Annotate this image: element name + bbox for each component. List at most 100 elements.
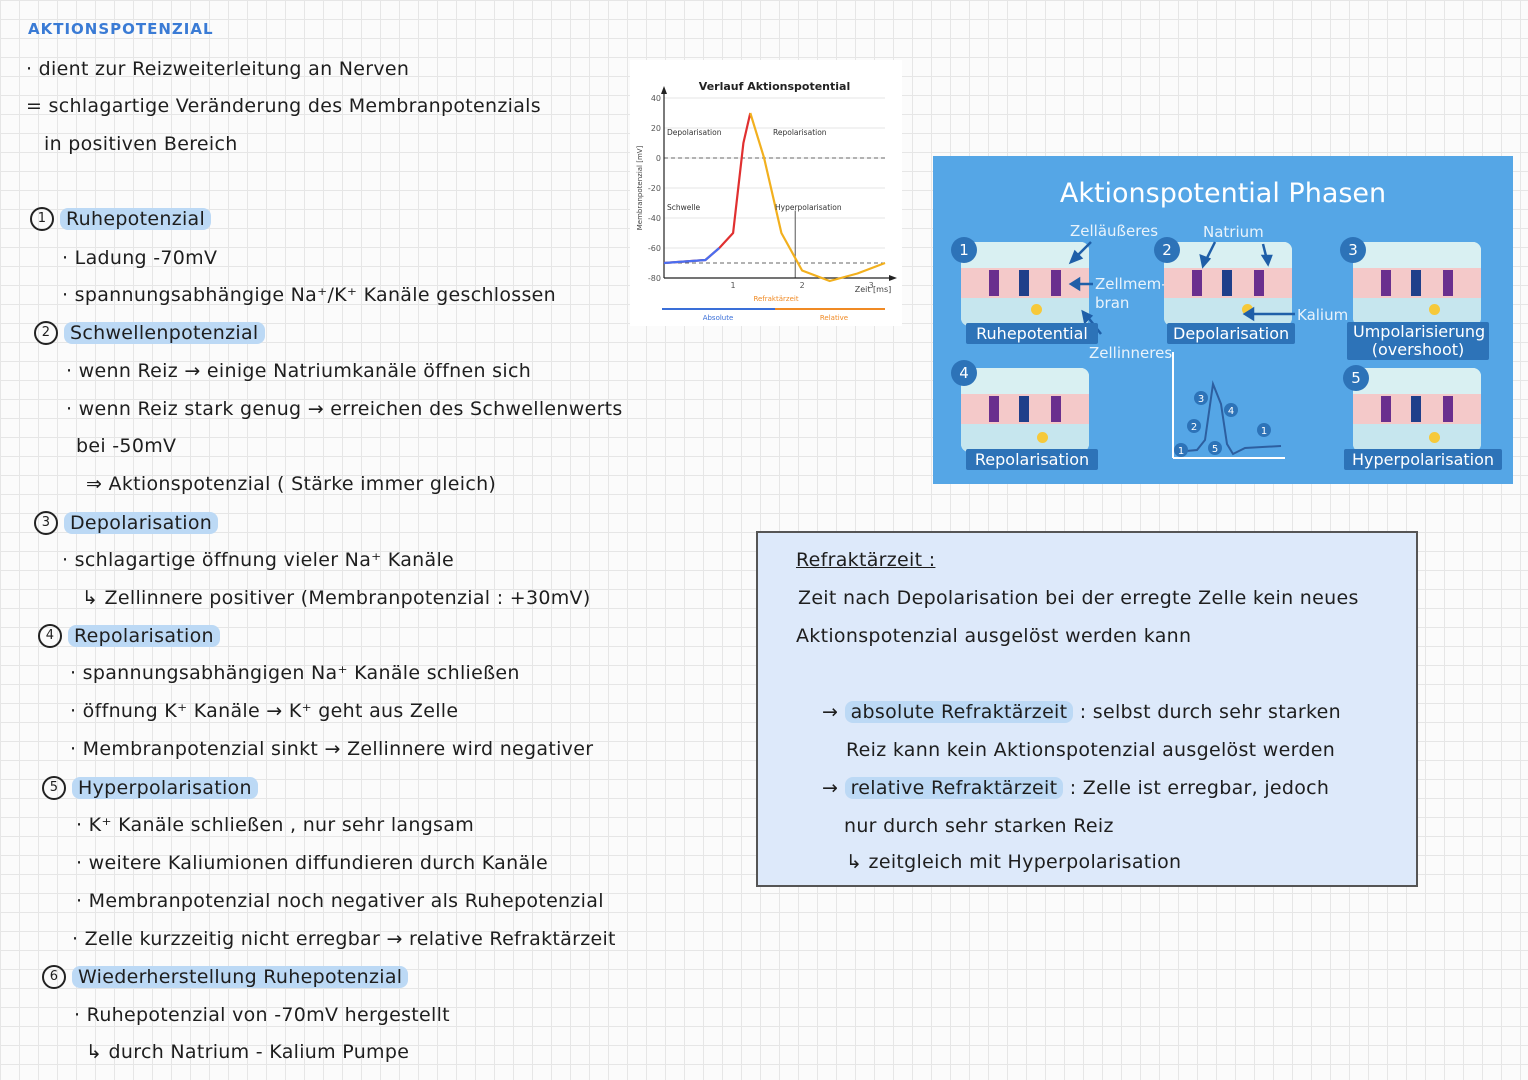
section-heading: 6 Wiederherstellung Ruhepotenzial [42,965,409,989]
section-number: 6 [42,965,66,989]
note-line: ⇒ Aktionspotenzial ( Stärke immer gleich… [86,473,497,495]
note-line: · Ruhepotenzial von -70mV hergestellt [74,1004,450,1026]
y-axis-label: Membranpotenzial [mV] [636,145,644,230]
note-line: · K⁺ Kanäle schließen , nur sehr langsam [76,814,475,836]
note-line: · Ladung -70mV [62,247,218,269]
phase-label: Hyperpolarisation [1344,449,1502,470]
phases-title: Aktionspotential Phasen [1059,178,1387,209]
section-number: 5 [42,776,66,800]
note-line: · spannungsabhängigen Na⁺ Kanäle schließ… [70,662,520,684]
annotation-absolute: Absolute [703,314,734,322]
section-number: 4 [38,624,62,648]
note-line: ↳ durch Natrium - Kalium Pumpe [86,1041,410,1063]
phase-number: 3 [1340,237,1366,263]
x-axis-label: Zeit [ms] [855,285,892,294]
section-title: Hyperpolarisation [72,776,258,799]
membrane-illustration [961,242,1089,326]
note-line: · wenn Reiz stark genug → erreichen des … [66,398,623,420]
y-tick-label: -20 [648,184,661,193]
phase-number: 4 [951,360,977,386]
refractory-line: Zeit nach Depolarisation bei der erregte… [798,587,1359,609]
x-axis-arrow [889,275,897,281]
phase-label-line: (overshoot) [1371,340,1465,359]
note-line: ↳ Zellinnere positiver (Membranpotenzial… [82,587,591,609]
annotation-refractory: Refraktärzeit [753,295,798,303]
intro-line: · dient zur Reizweiterleitung an Nerven [26,58,410,80]
annotation-relative: Relative [820,314,848,322]
note-line: · weitere Kaliumionen diffundieren durch… [76,852,548,874]
intro-line: in positiven Bereich [44,133,238,155]
mini-marker: 1 [1261,426,1267,437]
refractory-line: nur durch sehr starken Reiz [844,815,1114,837]
intro-line: = schlagartige Veränderung des Membranpo… [26,95,541,117]
note-line: · schlagartige öffnung vieler Na⁺ Kanäle [62,549,455,571]
mini-marker: 4 [1228,406,1234,417]
label-outside: Zelläußeres [1070,222,1159,240]
phase-label: Ruhepotential [966,323,1098,344]
x-tick-label: 1 [731,281,736,290]
section-number: 3 [34,511,58,535]
relative-refractory-term: relative Refraktärzeit [844,777,1064,799]
note-line: · wenn Reiz → einige Natriumkanäle öffne… [66,360,532,382]
phase-label: Umpolarisierung (overshoot) [1347,322,1489,360]
annotation-depolarisation: Depolarisation [667,128,722,137]
note-line: · Membranpotenzial noch negativer als Ru… [76,890,604,912]
y-tick-label: 0 [656,154,661,163]
refractory-line: ↳ zeitgleich mit Hyperpolarisation [846,851,1182,873]
series-line [749,112,886,283]
label-sodium: Natrium [1203,223,1264,241]
membrane-illustration [1353,242,1481,326]
section-heading: 2 Schwellenpotenzial [34,321,265,345]
relative-refractory-text: : Zelle ist erregbar, jedoch [1069,777,1330,799]
chart-title: Verlauf Aktionspotential [699,80,850,93]
annotation-threshold: Schwelle [667,203,701,212]
series-line-start [663,247,720,265]
section-title: Repolarisation [68,624,220,647]
note-line: bei -50mV [76,435,177,457]
refractory-line: Aktionspotenzial ausgelöst werden kann [796,625,1192,647]
mini-marker: 1 [1178,446,1184,457]
y-tick-label: 40 [651,94,661,103]
mini-marker: 3 [1198,394,1204,405]
mini-phase-chart: 1 2 3 4 5 1 [1172,352,1285,459]
section-title: Wiederherstellung Ruhepotenzial [72,965,409,988]
annotation-repolarisation: Repolarisation [773,128,827,137]
phase-label: Repolarisation [966,449,1098,470]
label-potassium: Kalium [1297,306,1349,324]
phase-number: 5 [1343,365,1369,391]
x-tick-label: 3 [869,281,874,290]
refractory-box: Refraktärzeit : Zeit nach Depolarisation… [756,531,1418,887]
page-title: AKTIONSPOTENZIAL [28,20,214,38]
phases-panel: Aktionspotential Phasen Zelläußeres Natr… [933,156,1513,484]
y-tick-label: -80 [648,274,661,283]
phase-number: 1 [951,237,977,263]
note-line: · öffnung K⁺ Kanäle → K⁺ geht aus Zelle [70,700,459,722]
section-heading: 4 Repolarisation [38,624,220,648]
y-axis-arrow [661,86,667,94]
mini-marker: 5 [1212,444,1218,455]
refractory-heading: Refraktärzeit : [796,549,936,571]
annotation-hyperpolarisation: Hyperpolarisation [775,203,842,212]
label-membrane: bran [1095,294,1130,312]
mini-marker: 2 [1191,422,1197,433]
section-title: Depolarisation [64,511,219,534]
absolute-refractory-term: absolute Refraktärzeit [844,701,1074,723]
absolute-refractory-line: → absolute Refraktärzeit : selbst durch … [822,701,1341,723]
phase-label: Depolarisation [1167,323,1295,344]
label-inside: Zellinneres [1089,344,1173,362]
note-line: · Membranpotenzial sinkt → Zellinnere wi… [70,738,594,760]
arrow: → [822,777,839,799]
y-tick-label: 20 [651,124,661,133]
refractory-line: Reiz kann kein Aktionspotenzial ausgelös… [846,739,1336,761]
absolute-refractory-text: : selbst durch sehr starken [1079,701,1341,723]
membrane-illustration [1164,242,1292,326]
section-title: Schwellenpotenzial [64,321,265,344]
membrane-illustration [1353,368,1481,452]
section-heading: 5 Hyperpolarisation [42,776,258,800]
x-tick-label: 2 [800,281,805,290]
y-tick-label: -60 [648,244,661,253]
section-number: 2 [34,321,58,345]
chart-svg: Verlauf Aktionspotential40200-20-40-60-8… [636,80,897,322]
